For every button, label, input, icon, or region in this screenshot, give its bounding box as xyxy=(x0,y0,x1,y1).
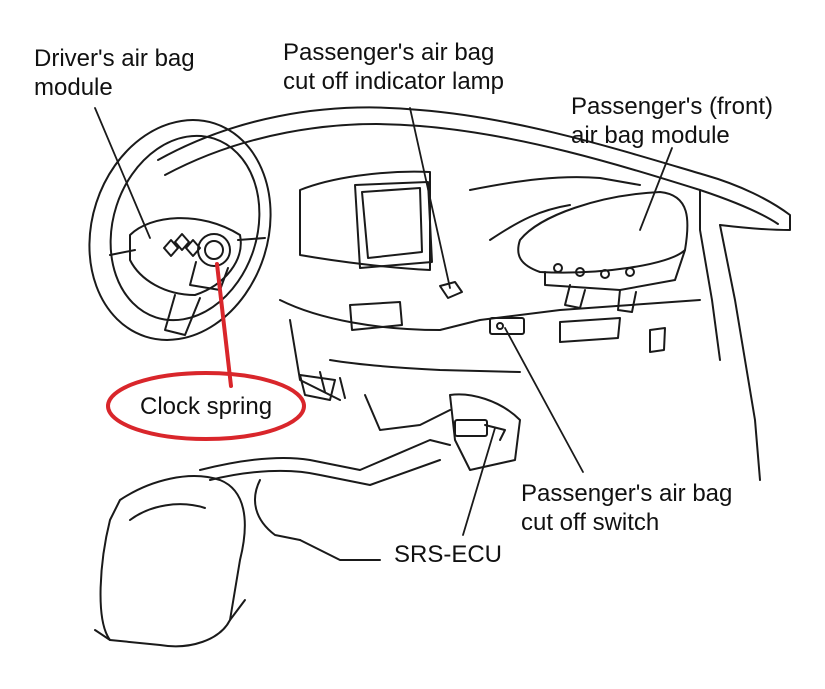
indicator-lamp xyxy=(439,281,463,299)
cutoff-switch xyxy=(489,317,525,335)
leader-driver-airbag xyxy=(94,107,151,239)
clock-spring-assembly xyxy=(189,233,231,291)
label-passenger-indicator-lamp: Passenger's air bag cut off indicator la… xyxy=(283,39,505,95)
center-console xyxy=(94,439,451,648)
center-display xyxy=(354,181,433,269)
leader-lines xyxy=(94,107,673,536)
lower-console xyxy=(299,301,666,471)
label-passenger-cutoff-switch: Passenger's air bag cut off switch xyxy=(521,480,733,536)
label-srs-ecu: SRS-ECU xyxy=(394,541,503,568)
label-driver-airbag: Driver's air bag module xyxy=(34,45,195,101)
label-passenger-front-airbag: Passenger's (front) air bag module xyxy=(571,93,773,149)
leader-srs-ecu xyxy=(462,427,496,536)
dashboard-outline xyxy=(157,106,791,481)
clock-spring-leader xyxy=(215,262,233,388)
leader-passenger-front-airbag xyxy=(639,147,673,231)
clock-spring-highlight xyxy=(106,262,306,441)
leader-indicator-lamp xyxy=(409,107,451,289)
steering-wheel xyxy=(88,119,272,341)
clock-spring-ellipse xyxy=(106,371,306,441)
label-clock-spring: Clock spring xyxy=(140,393,273,420)
passenger-airbag-module xyxy=(517,191,689,313)
leader-cutoff-switch xyxy=(504,327,584,473)
